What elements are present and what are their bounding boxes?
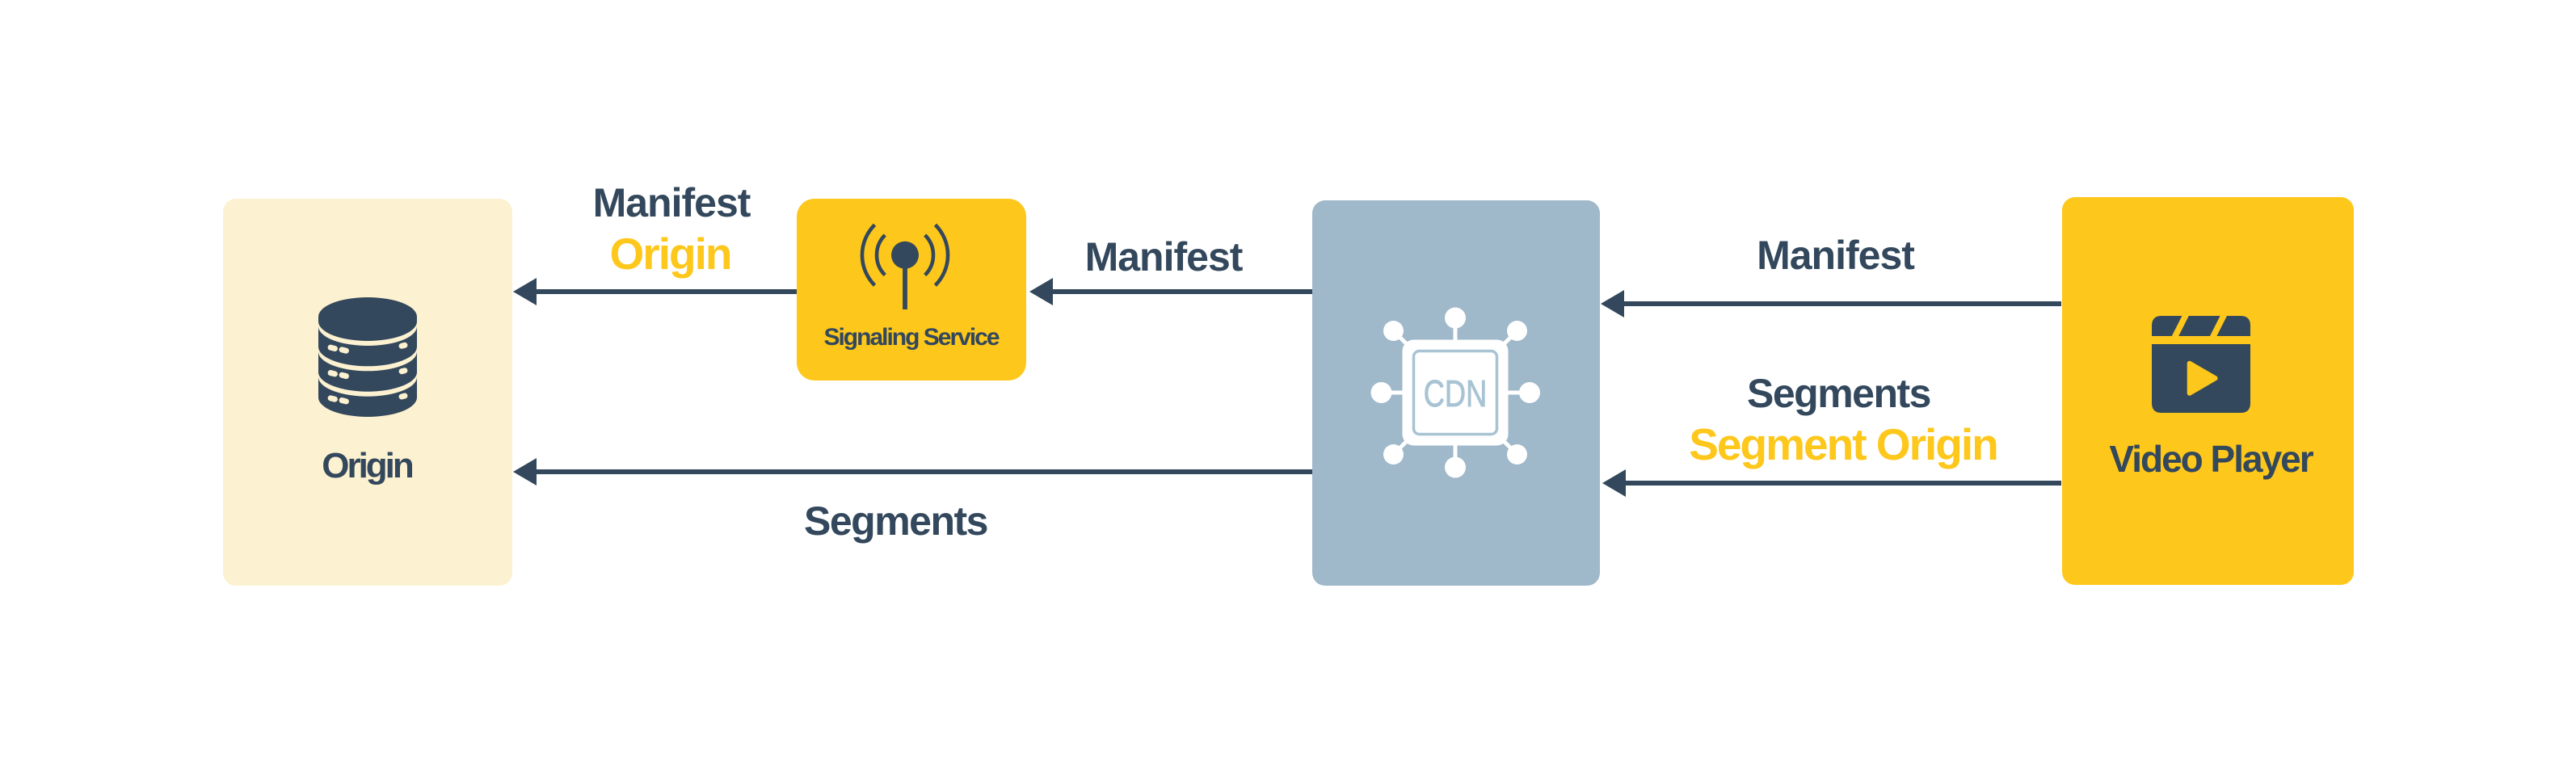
svg-text:CDN: CDN [1424, 372, 1488, 414]
